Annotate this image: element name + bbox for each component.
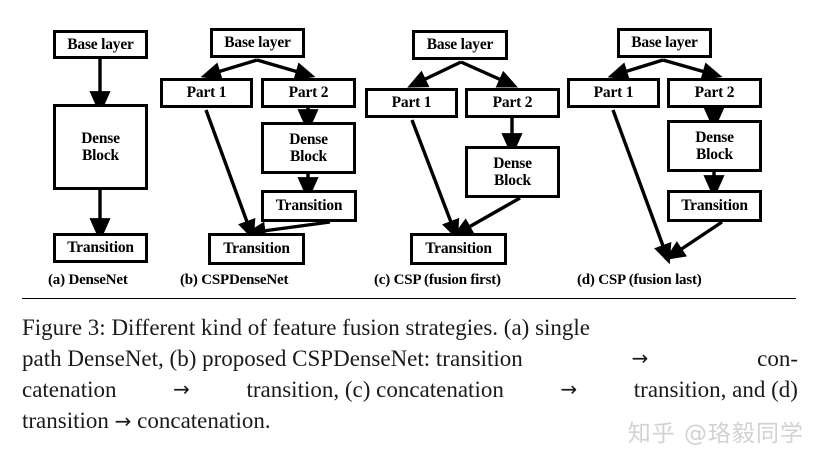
edge-base-to-part1-c <box>407 60 462 88</box>
panel-a-dense-block-box: Dense Block <box>53 104 148 190</box>
edge-base-to-part1-b <box>200 58 258 81</box>
arrow-glyph-2: → <box>173 377 190 401</box>
caption-line-1: Figure 3: Different kind of feature fusi… <box>22 312 798 343</box>
figure-diagram: Base layer Dense Block Transition (a) De… <box>48 28 762 288</box>
figure-separator-rule <box>22 298 796 299</box>
panel-b-caption: (b) CSPDenseNet <box>180 272 289 288</box>
panel-b-part-2-box: Part 2 <box>261 78 356 108</box>
caption-line-3-part-b: transition, (c) concatenation <box>246 377 504 402</box>
edge-part1-to-transition-c <box>410 119 460 241</box>
panel-b-edges <box>200 58 331 241</box>
panel-d-part-1-box: Part 1 <box>567 78 660 108</box>
panel-a-transition-box: Transition <box>53 233 148 263</box>
edge-base-to-part2-d <box>662 58 723 81</box>
caption-line-4-part-a: transition <box>22 408 109 433</box>
panel-d-part-2-box: Part 2 <box>667 78 762 108</box>
panel-c-transition-box: Transition <box>410 233 507 265</box>
arrow-glyph-1: → <box>631 346 649 370</box>
panel-a-caption: (a) DenseNet <box>48 272 128 288</box>
panel-b-dense-block-box: Dense Block <box>261 122 356 174</box>
caption-line-1-text: Figure 3: Different kind of feature fusi… <box>22 315 591 340</box>
panel-c-base-layer-box: Base layer <box>412 30 508 60</box>
caption-line-3-part-c: transition, and (d) <box>633 377 798 402</box>
edge-dense-to-transition-c <box>452 196 521 237</box>
panel-b-transition-2-box: Transition <box>208 233 305 265</box>
diagram-connectors <box>89 58 725 265</box>
caption-line-2: path DenseNet, (b) proposed CSPDenseNet:… <box>22 343 798 374</box>
panel-c-edges <box>407 60 523 241</box>
edge-part1-to-fusion-d <box>611 109 672 265</box>
figure-caption: Figure 3: Different kind of feature fusi… <box>22 312 798 437</box>
edge-part1-to-transition2-b <box>204 109 256 241</box>
edge-base-to-part2-b <box>256 58 316 81</box>
panel-c-dense-block-box: Dense Block <box>465 146 560 198</box>
caption-line-2-part-b: con- <box>757 346 798 371</box>
panel-a-base-layer-box: Base layer <box>53 30 148 59</box>
panel-d-base-layer-box: Base layer <box>617 28 712 58</box>
arrow-glyph-4: → <box>114 409 132 433</box>
panel-d-caption: (d) CSP (fusion last) <box>577 272 702 288</box>
panel-c-part-2-box: Part 2 <box>465 88 560 118</box>
caption-line-2-part-a: path DenseNet, (b) proposed CSPDenseNet:… <box>22 346 523 371</box>
edge-transition-to-fusion-d <box>664 220 723 261</box>
panel-b-transition-1-box: Transition <box>261 190 357 222</box>
caption-line-4-part-b: concatenation. <box>137 408 271 433</box>
caption-line-4: transition → concatenation. <box>22 405 798 437</box>
edge-base-to-part2-c <box>460 60 518 88</box>
arrow-glyph-3: → <box>560 377 578 401</box>
panel-d-dense-block-box: Dense Block <box>667 120 762 172</box>
caption-line-3-part-a: catenation <box>22 377 117 402</box>
panel-b-base-layer-box: Base layer <box>210 28 305 58</box>
edge-base-to-part1-d <box>607 58 664 80</box>
panel-c-part-1-box: Part 1 <box>365 88 458 118</box>
panel-b-part-1-box: Part 1 <box>160 78 253 108</box>
edge-transition1-to-transition2-b <box>245 220 331 240</box>
panel-d-transition-box: Transition <box>667 190 762 222</box>
panel-d-edges <box>607 58 725 265</box>
caption-line-3: catenation → transition, (c) concatenati… <box>22 374 798 405</box>
panel-c-caption: (c) CSP (fusion first) <box>374 272 501 288</box>
zhihu-watermark: 知乎 @珞毅同学 <box>627 421 804 447</box>
